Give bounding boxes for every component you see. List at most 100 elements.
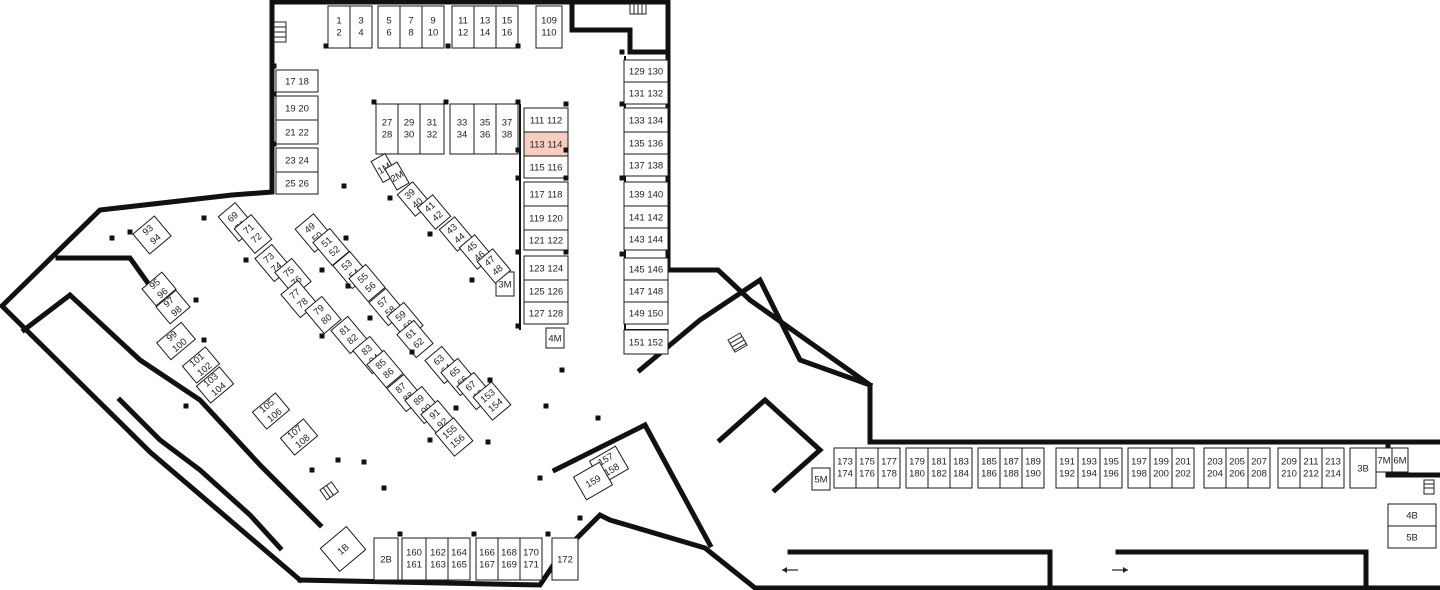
unit-box[interactable] [523, 155, 569, 179]
storage-unit-127[interactable]: 127 128 [523, 301, 569, 325]
unit-box[interactable] [572, 461, 614, 501]
unit-box[interactable] [833, 447, 857, 489]
unit-box[interactable] [473, 103, 497, 155]
unit-box[interactable] [523, 279, 569, 303]
storage-unit-111[interactable]: 111 112 [523, 107, 569, 133]
unit-box[interactable] [545, 327, 565, 349]
storage-unit-3[interactable]: 34 [349, 5, 373, 49]
unit-box[interactable] [399, 5, 423, 49]
unit-box[interactable] [275, 69, 319, 93]
unit-box[interactable] [623, 81, 669, 105]
unit-box[interactable] [279, 418, 319, 456]
unit-box[interactable] [1077, 447, 1101, 489]
unit-box[interactable] [1387, 525, 1437, 549]
unit-box[interactable] [304, 295, 342, 335]
unit-box[interactable] [497, 537, 521, 581]
unit-box[interactable] [475, 537, 499, 581]
storage-unit-133[interactable]: 133 134 [623, 107, 669, 133]
unit-box[interactable] [1021, 447, 1045, 489]
storage-unit-145[interactable]: 145 146 [623, 257, 669, 281]
storage-unit-5b[interactable]: 5B [1387, 525, 1437, 549]
storage-unit-9[interactable]: 910 [421, 5, 445, 49]
unit-box[interactable] [348, 263, 386, 303]
unit-box[interactable] [855, 447, 879, 489]
unit-box[interactable] [523, 205, 569, 231]
unit-box[interactable] [416, 194, 452, 230]
unit-box[interactable] [319, 525, 367, 573]
unit-box[interactable] [425, 537, 451, 581]
unit-box[interactable] [275, 119, 319, 145]
unit-box[interactable] [811, 467, 831, 491]
unit-box[interactable] [447, 537, 471, 581]
storage-unit-119[interactable]: 119 120 [523, 205, 569, 231]
unit-box[interactable] [132, 215, 172, 255]
storage-unit-141[interactable]: 141 142 [623, 205, 669, 229]
storage-unit-17[interactable]: 17 18 [275, 69, 319, 93]
storage-unit-7[interactable]: 78 [399, 5, 423, 49]
unit-box[interactable] [535, 5, 563, 49]
unit-box[interactable] [495, 5, 519, 49]
unit-box[interactable] [421, 5, 445, 49]
unit-box[interactable] [523, 107, 569, 133]
unit-box[interactable] [397, 103, 421, 155]
storage-unit-147[interactable]: 147 148 [623, 279, 669, 303]
storage-unit-135[interactable]: 135 136 [623, 131, 669, 155]
unit-box[interactable] [373, 537, 399, 581]
storage-unit-5[interactable]: 56 [377, 5, 401, 49]
unit-box[interactable] [623, 279, 669, 303]
unit-box[interactable] [375, 103, 399, 155]
storage-unit-4b[interactable]: 4B [1387, 503, 1437, 527]
unit-box[interactable] [623, 181, 669, 207]
storage-unit-7m[interactable]: 7M [1375, 447, 1393, 473]
storage-unit-149[interactable]: 149 150 [623, 301, 669, 325]
unit-box[interactable] [1349, 447, 1377, 489]
unit-box[interactable] [523, 301, 569, 325]
unit-box[interactable] [1277, 447, 1301, 489]
storage-unit-115[interactable]: 115 116 [523, 155, 569, 179]
unit-box[interactable] [141, 271, 177, 307]
storage-unit-131[interactable]: 131 132 [623, 81, 669, 105]
unit-box[interactable] [155, 321, 197, 361]
unit-box[interactable] [623, 59, 669, 83]
storage-unit-1b[interactable]: 1B [319, 525, 367, 573]
unit-box[interactable] [1127, 447, 1151, 489]
unit-box[interactable] [275, 147, 319, 173]
unit-box[interactable] [1225, 447, 1249, 489]
storage-unit-129[interactable]: 129 130 [623, 59, 669, 83]
storage-unit-172[interactable]: 172 [551, 537, 579, 581]
unit-box[interactable] [1321, 447, 1345, 489]
unit-box[interactable] [623, 107, 669, 133]
unit-box[interactable] [476, 248, 512, 284]
unit-box[interactable] [519, 537, 543, 581]
unit-box[interactable] [251, 392, 291, 430]
unit-box[interactable] [275, 95, 319, 121]
storage-unit-21[interactable]: 21 22 [275, 119, 319, 145]
unit-box[interactable] [623, 205, 669, 229]
unit-box[interactable] [1247, 447, 1271, 489]
unit-box[interactable] [877, 447, 901, 489]
unit-box[interactable] [384, 161, 410, 191]
unit-box[interactable] [449, 103, 475, 155]
